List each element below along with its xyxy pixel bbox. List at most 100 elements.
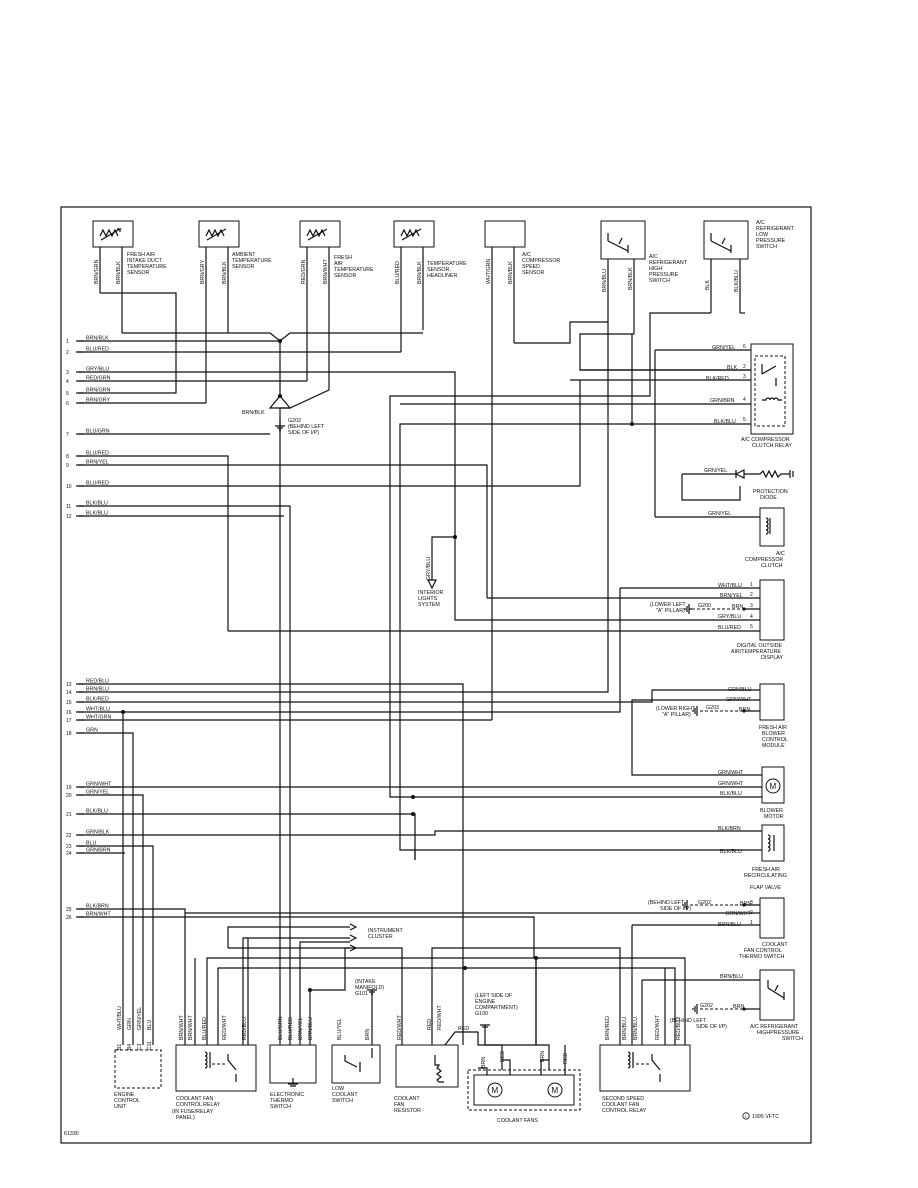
- svg-text:COOLANT: COOLANT: [332, 1092, 358, 1098]
- svg-text:GRN/WHT: GRN/WHT: [726, 697, 752, 703]
- svg-text:BLOWER: BLOWER: [760, 808, 783, 814]
- svg-text:DIODE: DIODE: [760, 495, 777, 501]
- svg-text:SWITCH: SWITCH: [332, 1098, 353, 1104]
- svg-text:GRN/YEL: GRN/YEL: [708, 511, 731, 517]
- svg-text:1: 1: [750, 920, 753, 926]
- svg-text:CLUTCH RELAY: CLUTCH RELAY: [752, 443, 792, 449]
- svg-text:B1: B1: [117, 1044, 123, 1050]
- pin-wire-label: BRN/YEL: [86, 460, 109, 466]
- pin-number: 22: [66, 833, 72, 839]
- svg-text:(BEHIND LEFT: (BEHIND LEFT: [648, 900, 685, 906]
- ac-compressor-clutch: GRN/YEL A/C COMPRESSOR CLUTCH: [655, 507, 785, 569]
- svg-text:"A" PILLAR): "A" PILLAR): [656, 608, 685, 614]
- pin-number: 14: [66, 690, 72, 696]
- svg-text:G202: G202: [700, 1003, 713, 1009]
- svg-text:SENSOR: SENSOR: [232, 264, 255, 270]
- svg-text:BRN: BRN: [732, 604, 743, 610]
- protection-diode: GRN/YEL PROTECTION DIODE: [681, 468, 794, 501]
- pin-wire-label: GRN/WHT: [86, 782, 112, 788]
- svg-text:BRN: BRN: [740, 901, 751, 907]
- svg-text:BLK/BLU: BLK/BLU: [734, 270, 740, 292]
- svg-text:BRN/BLK: BRN/BLK: [417, 261, 423, 284]
- diagram-frame: [60, 206, 812, 1144]
- fresh-air-blower-control-module: GRN/BLU GRN/WHT BRN G203 (LOWER RIGHT "A…: [631, 683, 788, 776]
- pin-wire-label: BLK/RED: [86, 697, 109, 703]
- fresh-air-recirculating-flap-valve: BLK/BRN BLK/BLU FRESH AIR RECIRCULATING …: [414, 824, 787, 891]
- svg-text:RED/WHT: RED/WHT: [397, 1015, 403, 1040]
- svg-text:COOLANT FAN: COOLANT FAN: [176, 1096, 213, 1102]
- sensor-wiring: [78, 292, 762, 1045]
- pin-number: 20: [66, 793, 72, 799]
- svg-text:BRN/BLK: BRN/BLK: [242, 410, 265, 416]
- svg-text:3: 3: [743, 374, 746, 380]
- svg-text:SPEED: SPEED: [522, 264, 540, 270]
- svg-text:BRN/WHT: BRN/WHT: [179, 1015, 185, 1040]
- svg-text:LOW: LOW: [332, 1086, 344, 1092]
- svg-text:BRN/BLU: BRN/BLU: [308, 1017, 314, 1040]
- pin-wire-label: BRN/GRY: [86, 398, 111, 404]
- engine-compartment-ground: (LEFT SIDE OF ENGINE COMPARTMENT) G100 R…: [444, 993, 550, 1070]
- svg-text:2: 2: [743, 364, 746, 370]
- pin-number: 19: [66, 785, 72, 791]
- svg-text:BRN/BLK: BRN/BLK: [508, 261, 514, 284]
- svg-text:WHT/BLU: WHT/BLU: [117, 1006, 123, 1030]
- pin-wire-label: BLU/RED: [86, 347, 109, 353]
- svg-text:INTAKE DUCT: INTAKE DUCT: [127, 258, 163, 264]
- pin-number: 13: [66, 682, 72, 688]
- svg-text:(IN FUSE/RELAY: (IN FUSE/RELAY: [172, 1109, 214, 1115]
- svg-text:2: 2: [750, 592, 753, 598]
- pin-wire-label: WHT/GRN: [86, 715, 111, 721]
- svg-text:GRN/WHT: GRN/WHT: [718, 781, 744, 787]
- svg-text:BRN: BRN: [733, 1004, 744, 1010]
- svg-text:GRN/YEL: GRN/YEL: [704, 468, 727, 474]
- svg-text:RED: RED: [500, 1051, 506, 1062]
- pin-wire-label: BLU: [86, 841, 96, 847]
- digital-outside-air-display: WHT/BLU BRN/YEL BRN GRY/BLU BLU/RED 1 2 …: [78, 579, 785, 713]
- svg-text:A/C: A/C: [522, 252, 531, 258]
- svg-text:BRN/BLU: BRN/BLU: [633, 1017, 639, 1040]
- instrument-cluster: INSTRUMENT CLUSTER: [227, 923, 403, 1045]
- svg-text:3: 3: [750, 603, 753, 609]
- pin-number: 1: [66, 339, 69, 345]
- svg-text:COMPRESSOR: COMPRESSOR: [522, 258, 560, 264]
- svg-text:RED/BLU: RED/BLU: [676, 1017, 682, 1040]
- pin-wire-label: BRN/BLK: [86, 336, 109, 342]
- svg-text:RED/GRN: RED/GRN: [301, 259, 307, 284]
- svg-text:BRN/BLU: BRN/BLU: [720, 974, 743, 980]
- sensor-fresh-air-temp: RED/GRN BRN/WHT FRESH AIR TEMPERATURE SE…: [299, 220, 374, 381]
- svg-text:RED: RED: [427, 1019, 433, 1030]
- svg-text:MANIFOLD): MANIFOLD): [355, 985, 384, 991]
- coolant-fan-control-thermo-switch: BRN BRN/WHT BRN/BLU 3 2 1 G202 (BEHIND L…: [185, 897, 788, 1045]
- pin-number: 15: [66, 700, 72, 706]
- svg-text:PRESSURE: PRESSURE: [756, 238, 786, 244]
- svg-text:SENSOR: SENSOR: [522, 270, 545, 276]
- pin-number: 4: [66, 379, 69, 385]
- svg-text:SWITCH: SWITCH: [782, 1036, 803, 1042]
- engine-control-unit: WHT/BLU GRN GRN/YEL BLU B1 B4 C3 C11 ENG…: [114, 1006, 162, 1110]
- pin-wire-label: BLU/RED: [86, 451, 109, 457]
- coolant-fans: M M BRN RED BRN RED COOLANT FANS: [467, 1045, 581, 1124]
- svg-text:CONTROL: CONTROL: [114, 1098, 140, 1104]
- svg-text:RED/BLU: RED/BLU: [242, 1017, 248, 1040]
- svg-text:CONTROL RELAY: CONTROL RELAY: [602, 1108, 647, 1114]
- svg-text:COOLANT FANS: COOLANT FANS: [497, 1118, 538, 1124]
- svg-text:UNIT: UNIT: [114, 1104, 127, 1110]
- figure-code: 61330: [64, 1131, 79, 1137]
- svg-text:TEMPERATURE: TEMPERATURE: [232, 258, 272, 264]
- svg-text:COOLANT: COOLANT: [394, 1096, 420, 1102]
- svg-text:BRN: BRN: [481, 1057, 487, 1068]
- svg-text:G203: G203: [706, 705, 719, 711]
- svg-text:G100: G100: [475, 1011, 488, 1017]
- pin-number: 17: [66, 718, 72, 724]
- coolant-fan-resistor: RED/WHT COOLANT FAN RESISTOR: [394, 1015, 459, 1114]
- pin-number: 16: [66, 710, 72, 716]
- svg-text:BLU/YEL: BLU/YEL: [337, 1018, 343, 1040]
- svg-text:SIDE OF I/P): SIDE OF I/P): [696, 1024, 727, 1030]
- pin-wire-label: GRN/BRN: [86, 848, 111, 854]
- svg-text:SECOND SPEED: SECOND SPEED: [602, 1096, 644, 1102]
- svg-text:AMBIENT: AMBIENT: [232, 252, 256, 258]
- left-connector: 1BRN/BLK2BLU/RED3GRY/BLU4RED/GRN5BRN/GRN…: [66, 336, 112, 922]
- svg-text:G101: G101: [355, 991, 368, 997]
- svg-text:BRN/WHT: BRN/WHT: [726, 911, 751, 917]
- svg-text:BRN/GRN: BRN/GRN: [94, 259, 100, 284]
